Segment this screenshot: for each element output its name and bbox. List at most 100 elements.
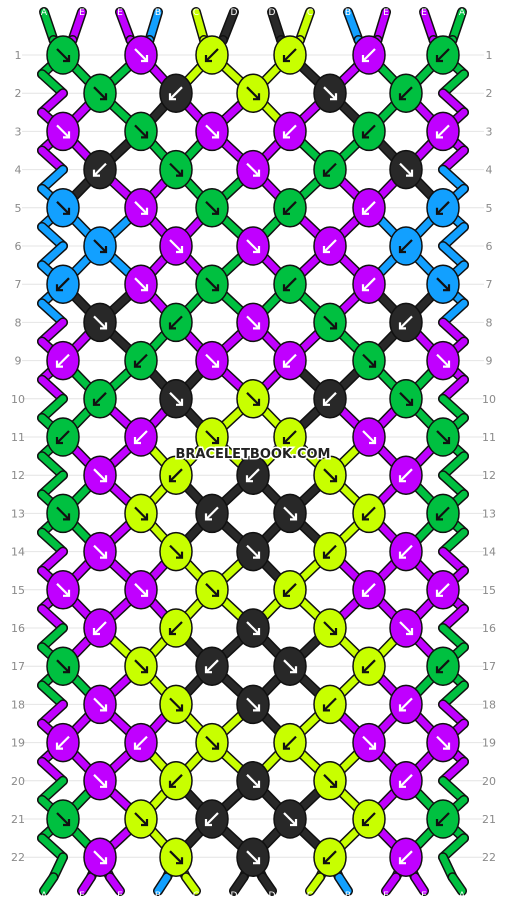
arrow-down-left-icon — [362, 201, 376, 215]
arrow-head-icon — [100, 475, 108, 483]
knot — [83, 455, 117, 495]
arrow-down-right-icon — [246, 850, 260, 864]
row-label-right: 5 — [486, 202, 493, 215]
arrow-head-icon — [212, 284, 220, 292]
arrow-down-right-icon — [93, 850, 107, 864]
arrow-down-left-icon — [283, 430, 297, 444]
arrow-down-right-icon — [246, 392, 260, 406]
knot — [426, 264, 460, 304]
arrow-down-right-icon — [246, 315, 260, 330]
knot — [426, 646, 460, 686]
arrow-down-right-icon — [169, 239, 183, 253]
strand-label-bottom: E — [117, 891, 123, 901]
knot — [313, 531, 347, 572]
row-label-left: 20 — [11, 775, 25, 788]
arrow-down-right-icon — [205, 353, 219, 368]
arrow-head-icon — [253, 551, 261, 559]
arrow-down-left-icon — [169, 621, 183, 635]
arrow-head-icon — [253, 857, 261, 865]
arrow-down-right-icon — [205, 201, 219, 215]
arrow-down-right-icon — [362, 430, 376, 444]
knot — [195, 35, 229, 75]
arrow-head-icon — [176, 169, 184, 177]
arrow-down-left-icon — [399, 86, 413, 100]
strand-label-bottom: D — [269, 891, 276, 901]
watermark-text: BRACELETBOOK.COM — [176, 447, 331, 462]
knot — [313, 226, 347, 266]
arrow-head-icon — [253, 780, 261, 788]
arrow-head-icon — [282, 131, 290, 139]
arrow-down-left-icon — [399, 315, 413, 330]
knot — [236, 837, 270, 877]
arrow-down-left-icon — [399, 697, 413, 712]
arrow-head-icon — [141, 207, 149, 215]
arrow-down-left-icon — [399, 774, 413, 788]
arrow-down-left-icon — [436, 506, 450, 521]
strand-label-bottom: A — [41, 891, 48, 901]
knot — [124, 722, 158, 763]
arrow-head-icon — [406, 398, 414, 406]
arrow-down-right-icon — [169, 392, 183, 406]
arrow-down-left-icon — [56, 353, 70, 368]
knot — [426, 35, 460, 75]
bottom-strand — [230, 873, 247, 895]
arrow-down-left-icon — [362, 277, 376, 291]
bottom-strand — [78, 873, 95, 895]
strand-label-bottom: E — [383, 891, 389, 901]
arrow-down-left-icon — [56, 277, 70, 291]
arrow-head-icon — [63, 513, 71, 521]
knot — [159, 531, 193, 572]
knot — [313, 73, 347, 113]
knot — [159, 684, 193, 725]
arrow-head-icon — [212, 131, 220, 139]
arrow-head-icon — [176, 398, 184, 406]
arrow-head-icon — [330, 322, 338, 330]
row-label-left: 8 — [15, 316, 22, 329]
bottom-strand — [449, 873, 466, 895]
row-label-left: 1 — [15, 49, 22, 62]
knot — [389, 761, 423, 801]
knot — [124, 35, 158, 75]
knot — [195, 111, 229, 152]
knot — [236, 302, 270, 343]
knot — [236, 149, 270, 190]
row-label-left: 5 — [15, 202, 22, 215]
arrow-head-icon — [435, 589, 443, 597]
arrow-head-icon — [330, 475, 338, 483]
arrow-down-right-icon — [93, 544, 107, 559]
arrow-down-left-icon — [283, 583, 297, 597]
knot — [46, 264, 80, 304]
arrow-head-icon — [443, 437, 451, 445]
arrow-down-right-icon — [323, 315, 337, 330]
arrow-head-icon — [330, 93, 338, 101]
arrow-head-icon — [398, 246, 406, 254]
arrow-head-icon — [398, 704, 406, 712]
knot — [159, 455, 193, 495]
row-label-right: 22 — [482, 851, 496, 864]
arrow-down-right-icon — [323, 774, 337, 788]
row-label-left: 9 — [15, 355, 22, 368]
arrow-down-left-icon — [56, 735, 70, 750]
arrow-down-right-icon — [93, 697, 107, 712]
arrow-down-right-icon — [56, 201, 70, 215]
arrow-down-right-icon — [246, 544, 260, 559]
arrow-down-right-icon — [436, 277, 450, 291]
arrow-down-left-icon — [436, 583, 450, 597]
arrow-down-left-icon — [169, 774, 183, 788]
knot — [352, 340, 386, 381]
arrow-head-icon — [322, 704, 330, 712]
arrow-down-right-icon — [56, 124, 70, 139]
row-label-right: 2 — [486, 87, 493, 100]
arrow-head-icon — [168, 93, 176, 101]
arrow-head-icon — [92, 169, 100, 177]
row-label-left: 14 — [11, 546, 25, 559]
top-strand — [219, 8, 238, 44]
arrow-head-icon — [176, 704, 184, 712]
arrow-head-icon — [282, 207, 290, 215]
arrow-down-right-icon — [323, 621, 337, 635]
knot — [46, 417, 80, 457]
row-label-left: 21 — [11, 813, 25, 826]
row-label-right: 14 — [482, 546, 496, 559]
arrow-down-right-icon — [436, 353, 450, 368]
